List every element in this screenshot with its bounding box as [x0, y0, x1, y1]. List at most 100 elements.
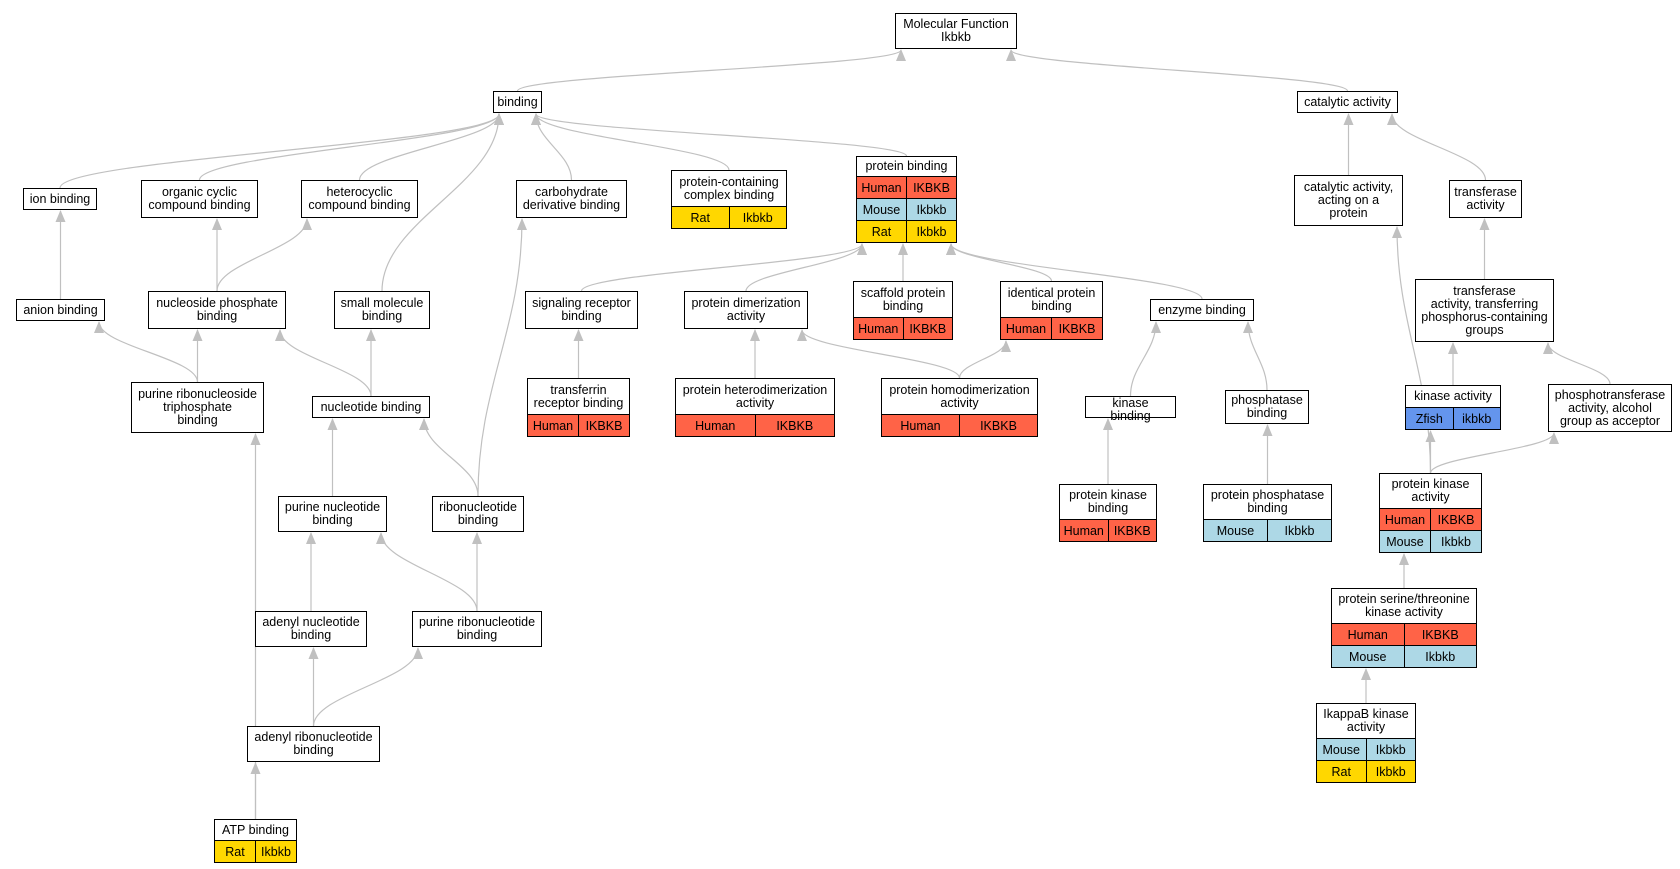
species-name: Human	[1384, 512, 1426, 527]
node-label: enzyme binding	[1158, 302, 1246, 317]
node-phosphatase-binding[interactable]: phosphatase binding	[1225, 390, 1309, 424]
node-signaling-receptor-binding[interactable]: signaling receptor binding	[525, 291, 638, 329]
node-purine-ribonucleoside-triphosphate-binding[interactable]: purine ribonucleoside triphosphate bindi…	[131, 382, 264, 433]
node-label: transferase activity, transferring phosp…	[1421, 283, 1548, 337]
edge-protein_kinase_activity-to-phosphotransferase_alcohol	[1429, 432, 1559, 474]
node-label: adenyl nucleotide binding	[262, 615, 360, 642]
gene-symbol: IKBKB	[1430, 509, 1481, 530]
species-name: Rat	[871, 224, 892, 239]
gene-symbol: IKBKB	[1051, 318, 1102, 339]
node-transferase-phosphorus[interactable]: transferase activity, transferring phosp…	[1415, 279, 1554, 342]
node-adenyl-nucleotide-binding[interactable]: adenyl nucleotide binding	[255, 611, 367, 647]
node-transferase-activity[interactable]: transferase activity	[1449, 180, 1522, 218]
edge-adenyl_ribonucleotide_binding-to-purine_ribonucleotide_binding	[312, 647, 423, 727]
species-name: Human	[900, 418, 941, 433]
node-small-molecule-binding[interactable]: small molecule binding	[334, 291, 430, 329]
species-name: Mouse	[862, 202, 901, 217]
node-carbohydrate-derivative-binding[interactable]: carbohydrate derivative binding	[516, 180, 627, 218]
node-purine-nucleotide-binding[interactable]: purine nucleotide binding	[278, 496, 387, 532]
edge-kinase_binding-to-enzyme_binding	[1129, 321, 1161, 397]
node-phosphotransferase-alcohol[interactable]: phosphotransferase activity, alcohol gro…	[1548, 384, 1672, 432]
node-label: purine ribonucleoside triphosphate bindi…	[138, 387, 257, 427]
node-label: identical protein binding	[1007, 285, 1096, 313]
edge-phosphotransferase_alcohol-to-transferase_phosphorus	[1543, 342, 1611, 385]
edge-ribonucleotide_binding-to-nucleotide_binding	[419, 418, 479, 497]
node-nucleoside-phosphate-binding[interactable]: nucleoside phosphate binding	[148, 291, 286, 329]
node-label: IkappaB kinase activity	[1323, 707, 1409, 734]
species-name: Rat	[690, 210, 710, 225]
species-name: Mouse	[1348, 649, 1387, 664]
node-ion-binding[interactable]: ion binding	[23, 188, 97, 210]
node-label: nucleoside phosphate binding	[156, 296, 278, 323]
node-ribonucleotide-binding[interactable]: ribonucleotide binding	[432, 496, 524, 532]
node-label: protein dimerization activity	[691, 296, 801, 323]
node-organic-cyclic-compound-binding[interactable]: organic cyclic compound binding	[141, 180, 258, 218]
node-label: catalytic activity	[1304, 94, 1391, 109]
species-row-rat: Rat Ikbkb	[857, 220, 956, 242]
node-protein-dimerization-activity[interactable]: protein dimerization activity	[684, 291, 808, 329]
edge-signaling_receptor_binding-to-protein_binding	[580, 243, 867, 292]
node-label: organic cyclic compound binding	[148, 185, 251, 212]
species-name: Zfish	[1415, 411, 1443, 426]
node-label: binding	[497, 94, 538, 109]
node-protein-serine-threonine-kinase-activity[interactable]: protein serine/threonine kinase activity…	[1331, 588, 1477, 668]
gene-symbol: Ikbkb	[1403, 646, 1477, 667]
gene-symbol: Ikbkb	[728, 207, 787, 228]
gene-symbol: IKBKB	[906, 177, 956, 198]
gene-symbol: ikbkb	[1452, 408, 1501, 429]
edge-transferase_activity-to-catalytic_activity	[1387, 113, 1487, 181]
node-label: small molecule binding	[340, 296, 424, 323]
gene-symbol: Ikbkb	[906, 221, 956, 242]
gene-symbol: Ikbkb	[1430, 531, 1481, 552]
edge-purine_ribonucleoside_triphosphate_binding-to-anion_binding	[94, 321, 199, 383]
edge-nucleoside_phosphate_binding-to-heterocyclic_compound_binding	[216, 218, 312, 292]
node-catalytic-activity[interactable]: catalytic activity	[1297, 91, 1398, 113]
node-kinase-binding[interactable]: kinase binding	[1085, 396, 1176, 423]
node-molecular-function[interactable]: Molecular Function Ikbkb	[895, 13, 1017, 49]
node-label: transferrin receptor binding	[533, 382, 624, 410]
node-anion-binding[interactable]: anion binding	[16, 299, 105, 321]
edge-protein_homodimerization_activity-to-protein_dimerization_activity	[797, 329, 961, 379]
node-nucleotide-binding[interactable]: nucleotide binding	[312, 396, 430, 418]
node-label: purine ribonucleotide binding	[418, 615, 536, 642]
gene-symbol: Ikbkb	[1267, 520, 1331, 541]
node-label: scaffold protein binding	[860, 285, 946, 313]
node-adenyl-ribonucleotide-binding[interactable]: adenyl ribonucleotide binding	[247, 726, 380, 762]
gene-symbol: Ikbkb	[906, 199, 956, 220]
node-label: Molecular Function Ikbkb	[903, 17, 1009, 44]
node-label: phosphotransferase activity, alcohol gro…	[1554, 387, 1666, 428]
node-label: anion binding	[23, 302, 98, 317]
species-name: Human	[1063, 523, 1104, 538]
species-row-mouse: Mouse Ikbkb	[1204, 519, 1331, 541]
node-label: ion binding	[29, 191, 91, 206]
node-label: protein phosphatase binding	[1210, 488, 1325, 515]
species-name: Human	[1347, 627, 1388, 642]
node-heterocyclic-compound-binding[interactable]: heterocyclic compound binding	[301, 180, 418, 218]
node-binding[interactable]: binding	[493, 91, 542, 113]
edge-ion_binding-to-binding	[59, 113, 504, 189]
edge-heterocyclic_compound_binding-to-binding	[358, 113, 504, 181]
species-row-mouse: Mouse Ikbkb	[1332, 645, 1476, 667]
node-enzyme-binding[interactable]: enzyme binding	[1150, 299, 1254, 321]
species-name: Mouse	[1216, 523, 1255, 538]
node-catalytic-activity-on-protein[interactable]: catalytic activity, acting on a protein	[1294, 175, 1403, 226]
node-purine-ribonucleotide-binding[interactable]: purine ribonucleotide binding	[412, 611, 542, 647]
node-label: ribonucleotide binding	[439, 500, 517, 527]
